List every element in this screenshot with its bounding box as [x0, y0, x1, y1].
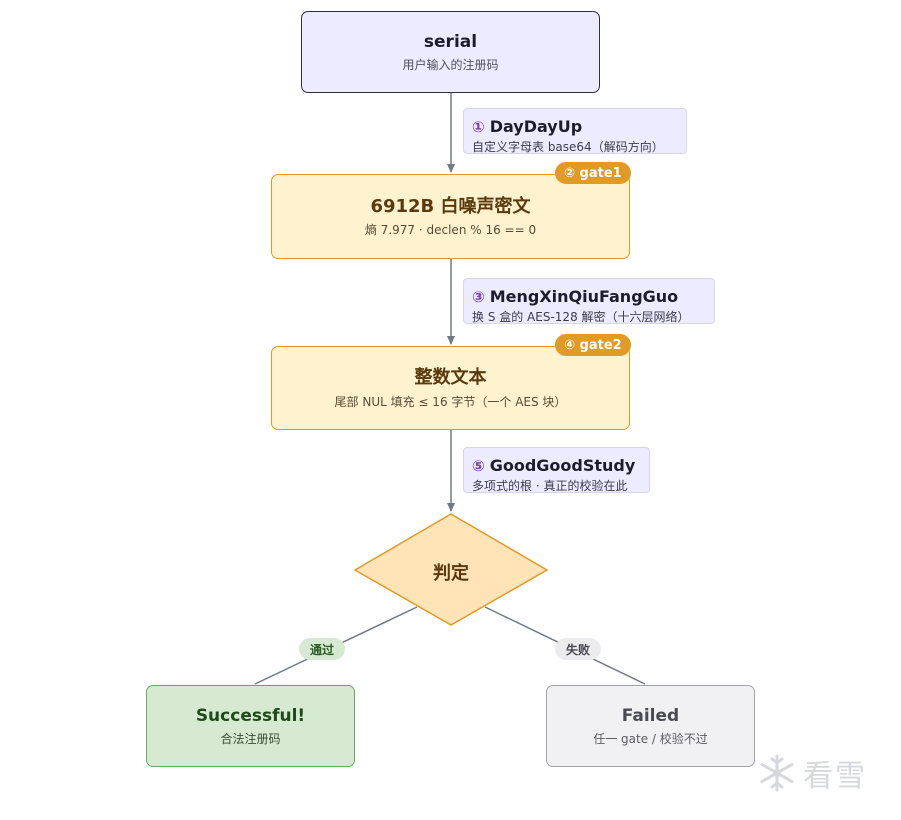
- step-number: ③: [472, 287, 485, 306]
- step-label-goodgoodstudy: ⑤ GoodGoodStudy 多项式的根 · 真正的校验在此: [463, 447, 650, 493]
- fail-edge-label: 失败: [555, 638, 601, 660]
- integer-text-node: 整数文本 尾部 NUL 填充 ≤ 16 字节（一个 AES 块）: [271, 346, 630, 430]
- step-name: GoodGoodStudy: [489, 456, 636, 475]
- ciphertext-title: 6912B 白噪声密文: [370, 195, 531, 217]
- ciphertext-node: 6912B 白噪声密文 熵 7.977 · declen % 16 == 0: [271, 174, 630, 259]
- watermark-text: 看雪: [803, 759, 867, 794]
- serial-title: serial: [423, 31, 478, 52]
- success-subtitle: 合法注册码: [220, 732, 281, 746]
- watermark: 看雪: [757, 752, 867, 794]
- step-description: 多项式的根 · 真正的校验在此: [472, 478, 628, 493]
- step-label-daydayup: ① DayDayUp 自定义字母表 base64（解码方向）: [463, 108, 687, 154]
- success-title: Successful!: [195, 705, 306, 726]
- integer-text-title: 整数文本: [414, 367, 487, 388]
- step-number: ①: [472, 117, 485, 136]
- gate2-badge: ④ gate2: [555, 334, 631, 356]
- pass-edge-label: 通过: [299, 638, 345, 660]
- integer-text-subtitle: 尾部 NUL 填充 ≤ 16 字节（一个 AES 块）: [334, 394, 567, 409]
- gate1-badge: ② gate1: [555, 162, 631, 184]
- serial-node: serial 用户输入的注册码: [301, 11, 600, 93]
- step-label-mengxinqiufangguo: ③ MengXinQiuFangGuo 换 S 盒的 AES-128 解密（十六…: [463, 278, 715, 324]
- failed-subtitle: 任一 gate / 校验不过: [593, 732, 708, 746]
- decision-diamond: [353, 513, 549, 626]
- success-node: Successful! 合法注册码: [146, 685, 355, 767]
- serial-subtitle: 用户输入的注册码: [402, 58, 499, 72]
- step-name: MengXinQiuFangGuo: [489, 287, 679, 306]
- decision-label: 判定: [433, 563, 469, 584]
- step-number: ⑤: [472, 456, 485, 475]
- snowflake-icon: [760, 754, 794, 792]
- step-description: 自定义字母表 base64（解码方向）: [472, 139, 664, 154]
- ciphertext-subtitle: 熵 7.977 · declen % 16 == 0: [364, 223, 537, 238]
- step-description: 换 S 盒的 AES-128 解密（十六层网络）: [472, 309, 690, 324]
- failed-title: Failed: [621, 705, 680, 726]
- step-name: DayDayUp: [489, 117, 583, 136]
- failed-node: Failed 任一 gate / 校验不过: [546, 685, 755, 767]
